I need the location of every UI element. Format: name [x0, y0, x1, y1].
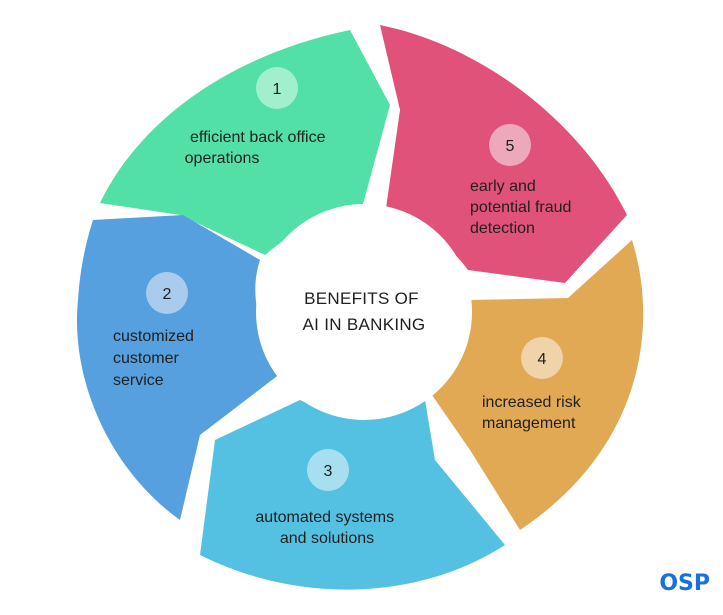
center-title: BENEFITS OF AI IN BANKING [303, 289, 426, 334]
center-title-line-1: BENEFITS OF [304, 289, 419, 308]
segment-3-label-line-2: and solutions [280, 530, 374, 547]
segment-5-label: early and potential fraud detection [470, 178, 576, 237]
segment-4-number-badge [521, 337, 563, 379]
segment-5-label-line-3: detection [470, 220, 535, 237]
segment-1-label-line-2: operations [185, 150, 260, 167]
segment-1-shape [100, 30, 390, 255]
segment-5-label-line-2: potential fraud [470, 199, 571, 216]
segment-4-shape [432, 240, 644, 530]
segment-5: 5 early and potential fraud detection [380, 25, 627, 283]
segment-2-number-badge [146, 272, 188, 314]
segment-1-number-badge [256, 67, 298, 109]
osp-logo: OSP [659, 571, 710, 596]
segment-5-number: 5 [506, 138, 515, 155]
segment-3-label: automated systems and solutions [255, 509, 398, 547]
segment-3-number: 3 [324, 463, 333, 480]
center-circle [256, 204, 472, 420]
segment-2-shape [76, 215, 285, 520]
segment-4-label-line-1: increased risk [482, 394, 582, 411]
segment-5-number-badge [489, 124, 531, 166]
segment-2-label-line-3: service [113, 372, 164, 389]
segment-1-label-line-1: efficient back office [190, 129, 326, 146]
segment-3-shape [200, 400, 505, 590]
segment-3-label-line-1: automated systems [255, 509, 394, 526]
segment-4: 4 increased risk management [432, 240, 644, 530]
segment-1-label: efficient back office operations [185, 129, 330, 167]
segment-2-label-line-1: customized [113, 328, 194, 345]
segment-3: 3 automated systems and solutions [200, 400, 505, 590]
segment-1: 1 efficient back office operations [100, 30, 390, 255]
segment-2-label-line-2: customer [113, 350, 179, 367]
segment-5-label-line-1: early and [470, 178, 536, 195]
segment-2: 2 customized customer service [76, 215, 285, 520]
segment-4-number: 4 [538, 351, 547, 368]
segment-4-label: increased risk management [482, 394, 585, 432]
center-title-line-2: AI IN BANKING [303, 315, 426, 334]
segment-2-label: customized customer service [113, 328, 198, 389]
segment-2-number: 2 [163, 286, 172, 303]
segment-4-label-line-2: management [482, 415, 576, 432]
segment-1-number: 1 [273, 81, 282, 98]
segment-3-number-badge [307, 449, 349, 491]
